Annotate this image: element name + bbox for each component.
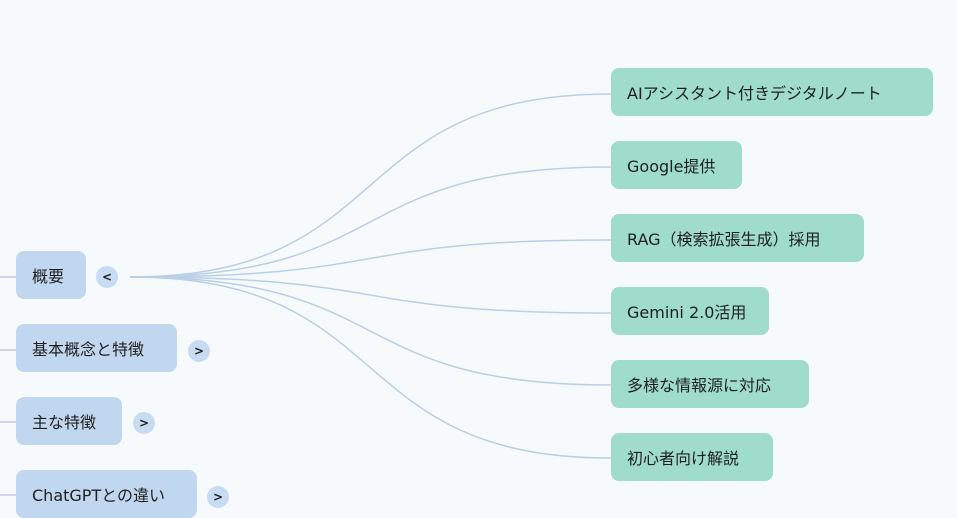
branch-connector	[129, 239, 612, 278]
branch-connector	[129, 93, 612, 278]
node-basic-concepts[interactable]: 基本概念と特徴	[16, 324, 177, 372]
expand-toggle[interactable]: >	[133, 412, 155, 434]
branch-connector	[129, 276, 612, 459]
branch-connector	[129, 276, 612, 386]
node-main-features[interactable]: 主な特徴	[16, 397, 122, 445]
node-sources[interactable]: 多様な情報源に対応	[611, 360, 809, 408]
expand-toggle[interactable]: >	[188, 340, 210, 362]
branch-connector	[129, 276, 612, 314]
node-rag[interactable]: RAG（検索拡張生成）採用	[611, 214, 864, 262]
node-google[interactable]: Google提供	[611, 141, 742, 189]
collapse-toggle[interactable]: <	[96, 266, 118, 288]
node-chatgpt-diff[interactable]: ChatGPTとの違い	[16, 470, 197, 518]
node-beginner[interactable]: 初心者向け解説	[611, 433, 773, 481]
branch-connector	[129, 166, 612, 278]
node-gemini[interactable]: Gemini 2.0活用	[611, 287, 769, 335]
node-ai-notebook[interactable]: AIアシスタント付きデジタルノート	[611, 68, 933, 116]
expand-toggle[interactable]: >	[207, 486, 229, 508]
node-overview[interactable]: 概要	[16, 251, 86, 299]
